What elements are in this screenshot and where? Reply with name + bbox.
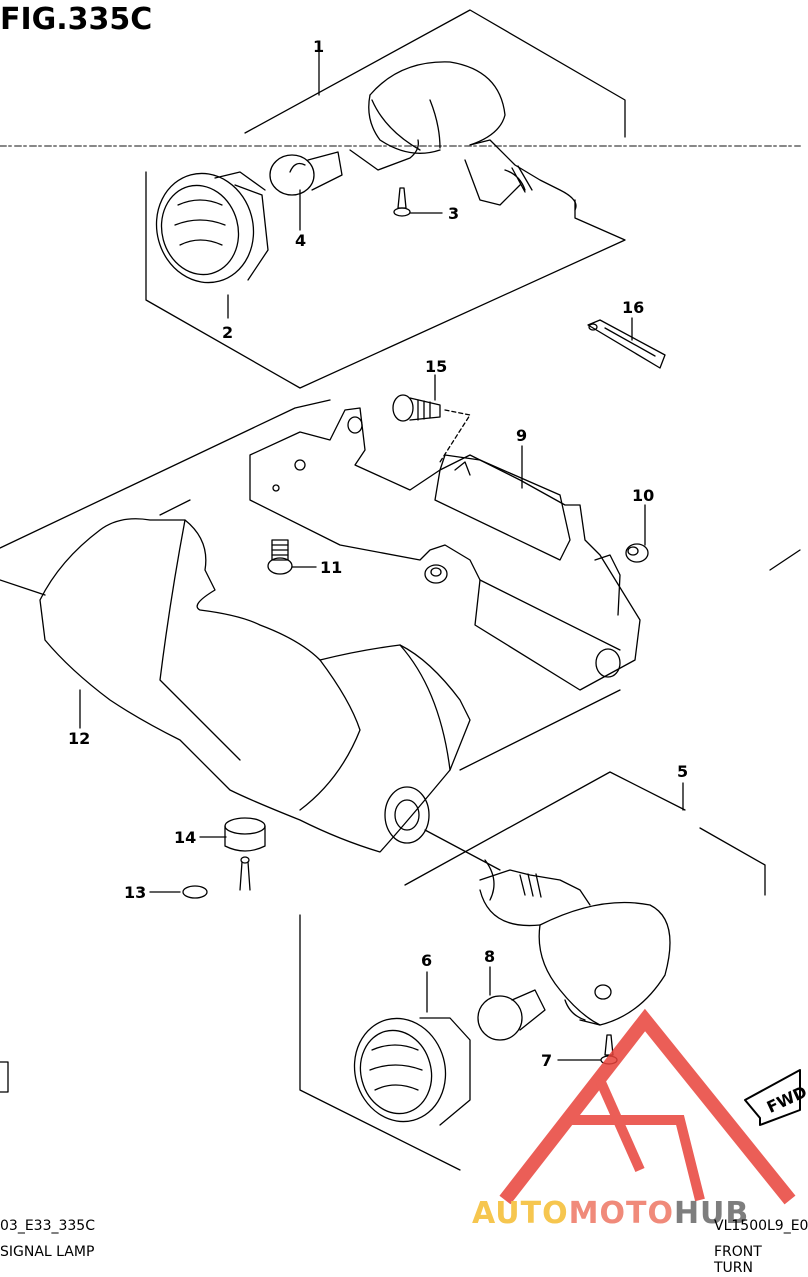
leader-5-to-cover (424, 829, 501, 871)
callout-4: 4 (295, 231, 306, 250)
footer-right-code: VL1500L9_E0 (714, 1218, 808, 1234)
callout-10: 10 (632, 486, 654, 505)
watermark-logo-triangle (499, 1008, 796, 1205)
housing-5-shape (479, 859, 671, 1026)
callout-15: 15 (425, 357, 447, 376)
footer-left-code: 03_E33_335C (0, 1218, 95, 1234)
bolt-15-shape (392, 394, 471, 463)
callout-16: 16 (622, 298, 644, 317)
footer-right-name: FRONT TURN (714, 1244, 762, 1276)
screw-3-shape (393, 187, 411, 217)
footer-left-name: SIGNAL LAMP (0, 1244, 95, 1260)
right-box-edge (769, 549, 801, 571)
nut-10-shape (625, 543, 649, 563)
left-edge-icon (0, 1061, 9, 1093)
strap-16-shape (587, 319, 666, 369)
callout-1: 1 (313, 37, 324, 56)
grommet-14-shape (224, 817, 266, 891)
watermark-part-2: MOTO (568, 1196, 674, 1231)
callout-7: 7 (541, 1051, 552, 1070)
figure-title: FIG.335C (0, 2, 153, 37)
nut-shape (424, 564, 448, 584)
watermark-part-1: AUTO (472, 1196, 569, 1231)
group-1-outline (145, 9, 626, 389)
bulb-8-shape (477, 989, 546, 1041)
housing-1-shape (349, 61, 577, 211)
callout-2: 2 (222, 323, 233, 342)
bolt-11-shape (267, 539, 293, 575)
callout-9: 9 (516, 426, 527, 445)
lens-2-shape (155, 171, 269, 284)
callout-6: 6 (421, 951, 432, 970)
callout-12: 12 (68, 729, 90, 748)
watermark-wordmark: AUTOMOTOHUB (472, 1196, 749, 1231)
callout-14: 14 (174, 828, 196, 847)
watermark-part-3: HUB (673, 1196, 750, 1231)
callout-8: 8 (484, 947, 495, 966)
cover-12-shape (39, 518, 471, 853)
bracket-9-shape (249, 407, 641, 691)
callout-11: 11 (320, 558, 342, 577)
mid-group-outline (0, 399, 621, 771)
callout-5: 5 (677, 762, 688, 781)
callout-13: 13 (124, 883, 146, 902)
group-5-outline (299, 771, 766, 1171)
lens-6-shape (353, 1017, 471, 1126)
bulb-4-shape (269, 151, 343, 196)
fwd-arrow-shape (744, 1069, 801, 1126)
washer-13-shape (182, 885, 208, 899)
callout-3: 3 (448, 204, 459, 223)
